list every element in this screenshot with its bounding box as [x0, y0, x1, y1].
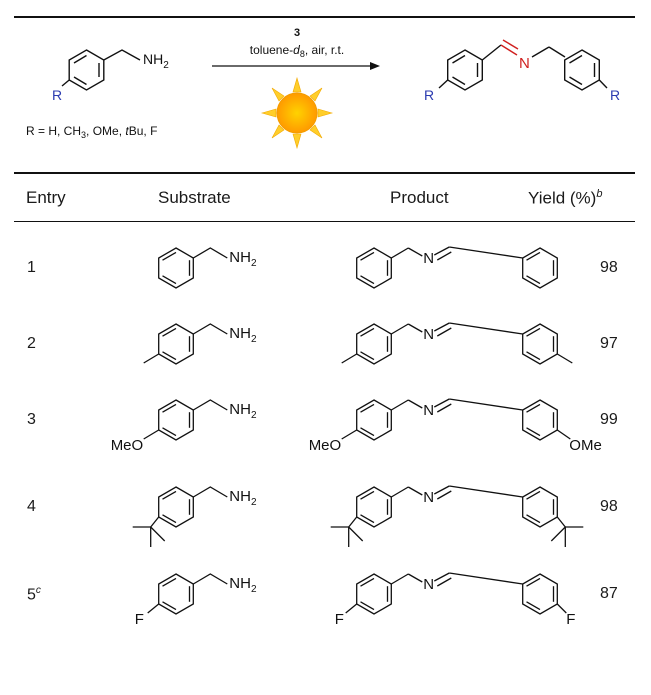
- table-top-rule: [14, 172, 635, 174]
- substituent-label: F: [135, 611, 144, 628]
- table-row: [132, 485, 584, 547]
- imine-n-label: N: [519, 55, 530, 72]
- substituent-label: F: [566, 611, 575, 628]
- imine-n-label: N: [423, 402, 434, 419]
- r-group-label: R: [52, 87, 62, 103]
- substituent-label: MeO: [111, 437, 144, 454]
- amine-label: NH2: [229, 325, 257, 345]
- entry-cell: 2: [27, 335, 36, 352]
- substituent-label: F: [335, 611, 344, 628]
- table-row: [158, 246, 558, 289]
- imine-n-label: N: [423, 326, 434, 343]
- table-row: [143, 398, 571, 441]
- yield-cell: 98: [600, 498, 618, 515]
- reaction-scheme: NH2 R 3 toluene-d8, air, r.t. N R R R: [26, 27, 620, 150]
- imine-structure: [438, 39, 608, 91]
- yield-cell: 98: [600, 259, 618, 276]
- r-group-label-left: R: [424, 87, 434, 103]
- amine-label: NH2: [229, 488, 257, 508]
- imine-n-label: N: [423, 489, 434, 506]
- reactant-structure: [61, 49, 141, 91]
- imine-n-label: N: [423, 250, 434, 267]
- conditions-label: toluene-d8, air, r.t.: [250, 43, 344, 59]
- amine-label: NH2: [229, 401, 257, 421]
- sun-icon: [260, 76, 334, 150]
- header-yield: Yield (%)b: [528, 188, 603, 208]
- entry-cell: 5c: [27, 585, 41, 604]
- top-rule: [14, 16, 635, 18]
- yield-cell: 97: [600, 335, 618, 352]
- entry-cell: 4: [27, 498, 36, 515]
- amine-group: NH2: [143, 51, 169, 71]
- entry-cell: 3: [27, 411, 36, 428]
- amine-label: NH2: [229, 575, 257, 595]
- header-entry: Entry: [26, 188, 66, 207]
- table-row: [147, 572, 567, 615]
- substituent-label: OMe: [569, 437, 602, 454]
- r-group-label-right: R: [610, 87, 620, 103]
- amine-label: NH2: [229, 249, 257, 269]
- header-product: Product: [390, 188, 449, 207]
- substituent-label: MeO: [309, 437, 342, 454]
- table-row: [143, 322, 573, 365]
- header-substrate: Substrate: [158, 188, 231, 207]
- imine-n-label: N: [423, 576, 434, 593]
- catalyst-label: 3: [294, 27, 300, 39]
- entry-cell: 1: [27, 259, 36, 276]
- yield-cell: 99: [600, 411, 618, 428]
- r-definition: R = H, CH3, OMe, tBu, F: [26, 124, 157, 140]
- header-rule: [14, 221, 635, 222]
- yield-cell: 87: [600, 585, 618, 602]
